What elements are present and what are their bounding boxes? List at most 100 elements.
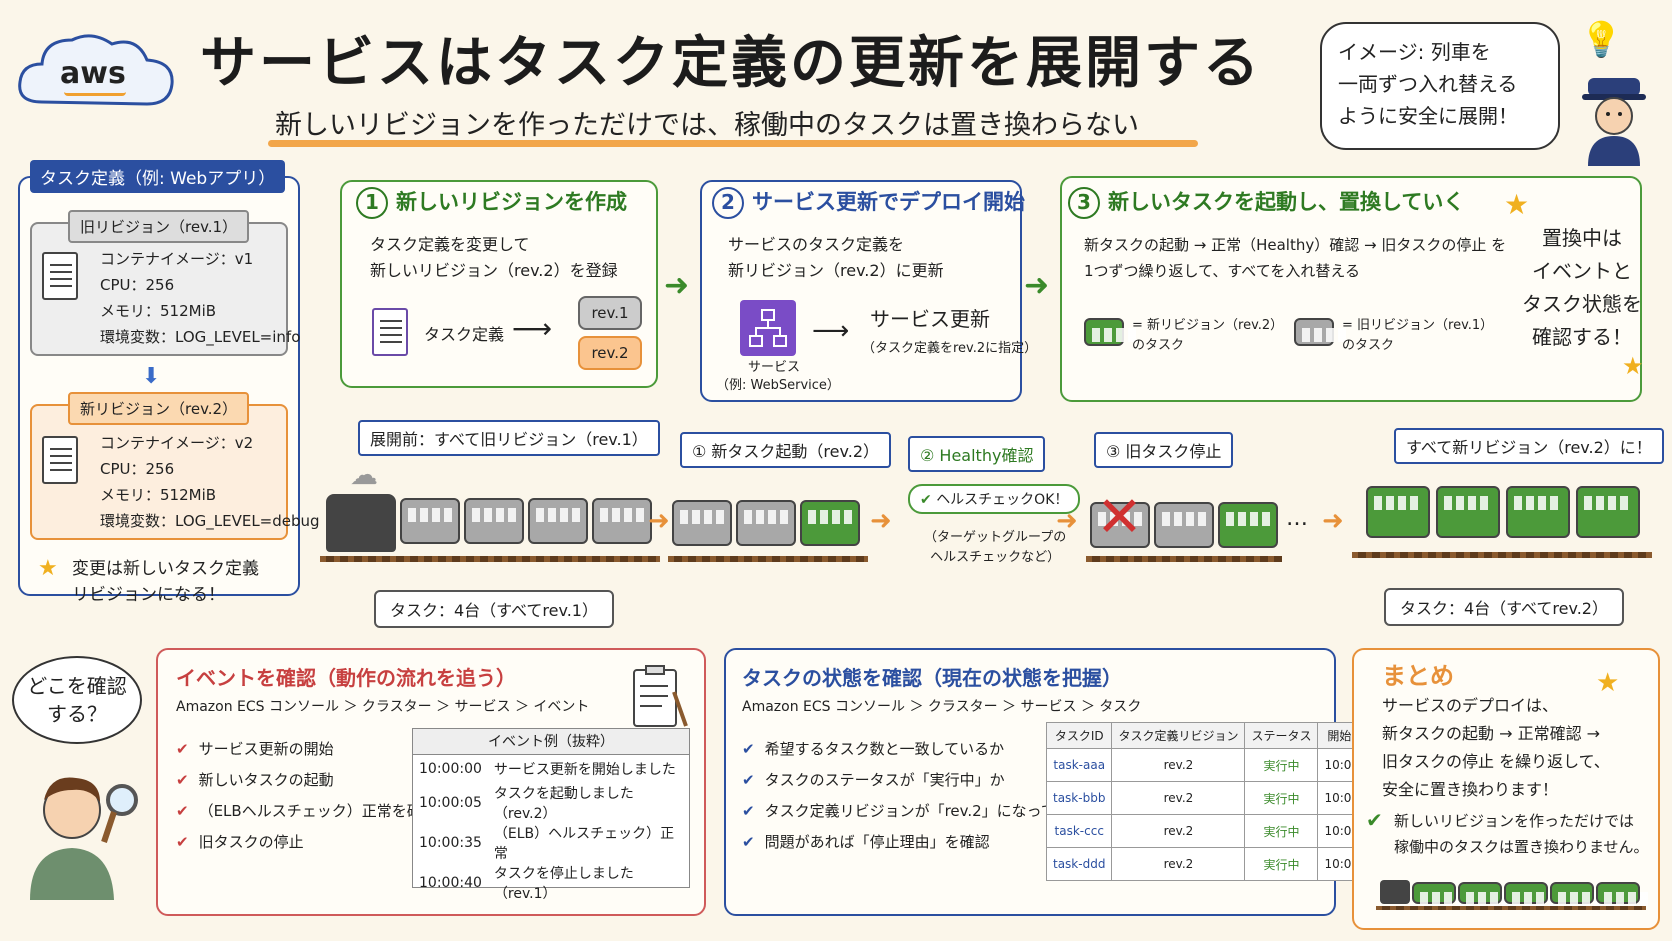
locomotive-icon — [326, 494, 396, 552]
step2-flow-label: ② Healthy確認 — [908, 436, 1046, 472]
arrow-right-icon: ➜ — [870, 506, 892, 536]
task-status: 実行中 — [1244, 814, 1319, 848]
step3-flow-label: ③ 旧タスク停止 — [1094, 432, 1234, 468]
task-revision: rev.2 — [1111, 781, 1246, 815]
check-circle-icon: ✔ — [920, 492, 932, 508]
star-icon: ★ — [1504, 188, 1530, 221]
star-icon: ★ — [38, 556, 58, 581]
tasks-breadcrumb: Amazon ECS コンソール ＞ クラスター ＞ サービス ＞ タスク — [742, 699, 1142, 715]
spec-line: メモリ：512MiB — [100, 486, 217, 504]
event-message: タスクを起動しました（rev.2） — [493, 786, 634, 822]
question-bubble: どこを確認 する？ — [12, 656, 142, 744]
aws-smile-icon — [64, 92, 126, 96]
health-note-line: （ターゲットグループの — [924, 530, 1067, 545]
new-revision-specs: コンテナイメージ：v2 CPU：256 メモリ：512MiB 環境変数：LOG_… — [100, 430, 320, 534]
desc-line: サービスのタスク定義を — [728, 235, 905, 254]
arrow-right-icon: ➜ — [1024, 268, 1050, 303]
table-row: task-ddd rev.2 実行中 10:00:39 — [1045, 847, 1386, 881]
check-text: サービス更新の開始 — [198, 740, 334, 758]
smoke-icon: ☁ — [350, 458, 378, 491]
summary-line: サービスのデプロイは、 — [1382, 696, 1559, 715]
event-message: タスクを停止しました（rev.1） — [493, 866, 634, 902]
task-revision: rev.2 — [1111, 748, 1246, 782]
train-car-old — [464, 498, 524, 544]
cross-mark-icon: ✕ — [1096, 485, 1143, 550]
bubble-line: 一両ずつ入れ替える — [1338, 72, 1518, 96]
service-label: サービス — [748, 360, 801, 375]
bubble-line: ように安全に展開！ — [1338, 104, 1518, 128]
star-note-line: 確認する！ — [1532, 325, 1632, 349]
arrow-down-icon: ⬇ — [142, 364, 161, 389]
step3-number: 3 — [1068, 187, 1100, 219]
locomotive-icon — [1380, 880, 1410, 904]
health-ok-text: ヘルスチェックOK！ — [936, 492, 1069, 508]
star-note: 置換中は イベントと タスク状態を 確認する！ — [1522, 222, 1642, 354]
summary-body: サービスのデプロイは、 新タスクの起動 → 正常確認 → 旧タスクの停止 を繰り… — [1382, 692, 1610, 804]
question-line: する？ — [47, 702, 107, 726]
step2-description: サービスのタスク定義を 新リビジョン（rev.2）に更新 — [728, 232, 944, 284]
rail-track — [320, 556, 660, 562]
step1-flow-label: ① 新タスク起動（rev.2） — [680, 432, 891, 468]
step2-title-text: サービス更新でデプロイ開始 — [752, 190, 1025, 214]
spec-line: コンテナイメージ：v1 — [100, 250, 254, 268]
check-icon: ✔ — [742, 833, 755, 851]
table-row: task-bbb rev.2 実行中 10:00:37 — [1045, 781, 1386, 815]
train-car-old — [1154, 502, 1214, 548]
ellipsis: … — [1286, 506, 1308, 531]
task-status: 実行中 — [1244, 781, 1319, 815]
after-count: タスク：4台（すべてrev.2） — [1384, 588, 1624, 626]
old-revision-specs: コンテナイメージ：v1 CPU：256 メモリ：512MiB 環境変数：LOG_… — [100, 246, 300, 350]
task-table: タスクID タスク定義リビジョン ステータス 開始時刻 task-aaa rev… — [1045, 722, 1386, 881]
arrow-right-icon: ➜ — [1322, 506, 1344, 536]
spec-line: メモリ：512MiB — [100, 302, 217, 320]
event-time: 10:00:35 — [419, 835, 482, 851]
star-note-line: イベントと — [1532, 259, 1632, 283]
after-label: すべて新リビジョン（rev.2）に！ — [1394, 428, 1664, 464]
train-car-old — [672, 500, 732, 546]
star-icon: ★ — [1596, 668, 1620, 698]
rail-track — [1376, 906, 1646, 910]
check-text: （ELBヘルスチェック）正常を確認 — [198, 802, 437, 820]
spec-line: 環境変数：LOG_LEVEL=debug — [100, 512, 320, 530]
task-id: task-ddd — [1045, 847, 1113, 881]
desc-line: タスク定義を変更して — [370, 235, 530, 254]
train-car-old — [400, 498, 460, 544]
task-id: task-ccc — [1045, 814, 1113, 848]
events-breadcrumb: Amazon ECS コンソール ＞ クラスター ＞ サービス ＞ イベント — [176, 699, 590, 715]
event-time: 10:00:00 — [419, 761, 482, 777]
table-row: 10:00:35（ELB）ヘルスチェック）正常 — [413, 823, 689, 863]
train-car-new — [1504, 882, 1558, 906]
train-car-old — [592, 498, 652, 544]
bubble-line: イメージ: 列車を — [1338, 40, 1491, 64]
task-id: task-aaa — [1045, 748, 1113, 782]
task-check-item: ✔問題があれば「停止理由」を確認 — [742, 827, 1101, 858]
legend-line: のタスク — [1132, 338, 1185, 353]
lightbulb-icon: 💡 — [1580, 20, 1623, 60]
check-icon: ✔ — [742, 771, 755, 789]
check-icon: ✔ — [176, 833, 189, 851]
event-check-item: ✔旧タスクの停止 — [176, 827, 437, 858]
train-car-new — [1366, 486, 1430, 538]
train-car-new — [1412, 882, 1466, 906]
service-example: （例: WebService） — [716, 378, 840, 393]
star-note-line: タスク状態を — [1522, 292, 1642, 316]
events-title: イベントを確認（動作の流れを追う） — [176, 666, 516, 690]
note-line: 変更は新しいタスク定義 — [72, 559, 259, 579]
rail-track — [1352, 552, 1652, 558]
desc-line: 1つずつ繰り返して、すべてを入れ替える — [1084, 262, 1360, 280]
tasks-checklist: ✔希望するタスク数と一致しているか ✔タスクのステータスが「実行中」か ✔タスク… — [742, 734, 1101, 858]
spec-line: コンテナイメージ：v2 — [100, 434, 254, 452]
service-update-label: サービス更新 — [870, 307, 990, 331]
task-definition-icon — [372, 308, 408, 356]
desc-line: 新リビジョン（rev.2）に更新 — [728, 261, 944, 280]
legend-line: = 旧リビジョン（rev.1） — [1342, 318, 1494, 333]
check-text: 新しいタスクの起動 — [198, 771, 334, 789]
column-header: タスク定義リビジョン — [1111, 722, 1246, 749]
tasks-title: タスクの状態を確認（現在の状態を把握） — [742, 666, 1122, 690]
